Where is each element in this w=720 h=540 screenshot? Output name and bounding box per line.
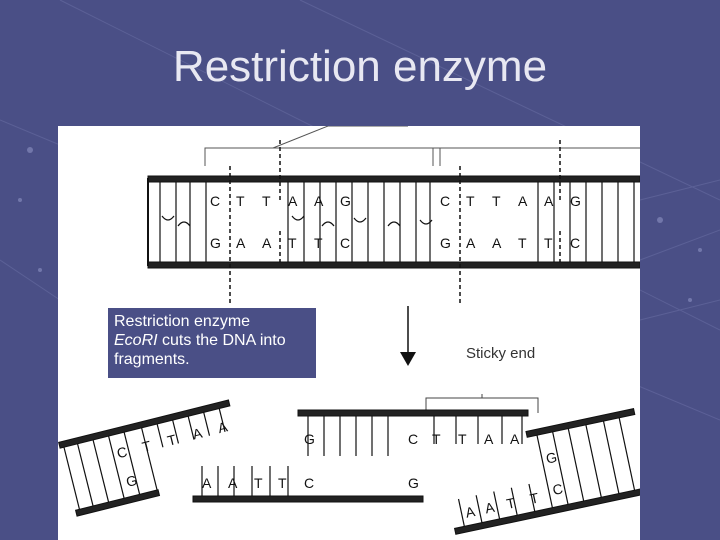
slide-title: Restriction enzyme [172,42,548,91]
site-1-top: C T T A A G [210,193,351,209]
caption-box: Restriction enzyme EcoRI cuts the DNA in… [108,308,316,378]
base-letter: A [544,193,554,209]
base-letter: G [440,235,451,251]
base-letter: T [262,193,271,209]
base-letter: A [191,425,205,443]
base-letter: T [288,235,297,251]
base-letter: A [262,235,272,251]
sticky-end-bracket [425,394,539,413]
base-letter: A [288,193,298,209]
base-letter: G [210,235,221,251]
base-letter: A [314,193,324,209]
base-letter: G [304,431,315,447]
base-letter: A [228,475,238,491]
down-arrow-icon [400,306,416,366]
base-letter: C [408,431,418,447]
base-letter: G [340,193,351,209]
base-letter: A [466,235,476,251]
site-2-bottom: G A A T T C [440,235,580,251]
base-letter: A [518,193,528,209]
base-letter: T [492,193,501,209]
site-1-bottom: G A A T T C [210,235,350,251]
caption-line-3: fragments. [114,351,190,368]
base-letter: T [505,494,517,512]
base-letter: T [458,431,467,447]
base-letter: A [483,499,496,517]
base-letter: G [570,193,581,209]
caption-line-1: Restriction enzyme [114,313,251,330]
base-letter: T [544,235,553,251]
base-letter: T [314,235,323,251]
base-letter: T [528,489,540,507]
base-letter: C [115,443,129,461]
uncut-dna [147,140,640,306]
base-letter: T [518,235,527,251]
base-letter: T [278,475,287,491]
base-letter: G [544,449,558,467]
diagram-panel: C T T A A G G A A T T C C T T A A G G A … [58,126,640,540]
recognition-brackets [204,126,640,166]
enzyme-suffix: RI [141,332,158,349]
base-letter: C [551,480,564,498]
base-letter: A [492,235,502,251]
caption-line-2-rest: cuts the DNA into [157,332,286,349]
base-letter: C [570,235,580,251]
base-letter: T [140,437,153,455]
site-2-top: C T T A A G [440,193,581,209]
base-letter: T [236,193,245,209]
enzyme-name: Eco [114,332,142,349]
base-letter: C [304,475,314,491]
base-letter: T [466,193,475,209]
dna-diagram: C T T A A G G A A T T C C T T A A G G A … [58,126,640,535]
base-letter: A [464,503,477,521]
base-letter: C [440,193,450,209]
right-fragment: G A A T T C [453,408,640,535]
caption-line-2: EcoRI cuts the DNA into [114,331,310,350]
base-letter: A [484,431,494,447]
base-letter: A [216,418,230,436]
base-letter: C [340,235,350,251]
uncut-bottom-backbone [147,261,640,269]
middle-fragment: G C T T A A A A T T C G [192,409,529,503]
uncut-top-backbone [147,175,640,183]
base-letter: A [510,431,520,447]
sticky-end-label: Sticky end [466,345,536,362]
base-letter: G [124,472,138,490]
base-letter: T [254,475,263,491]
base-letter: A [202,475,212,491]
left-fragment: C T T A A G [58,399,231,517]
base-letter: G [408,475,419,491]
base-letter: T [432,431,441,447]
base-letter: A [236,235,246,251]
base-letter: C [210,193,220,209]
